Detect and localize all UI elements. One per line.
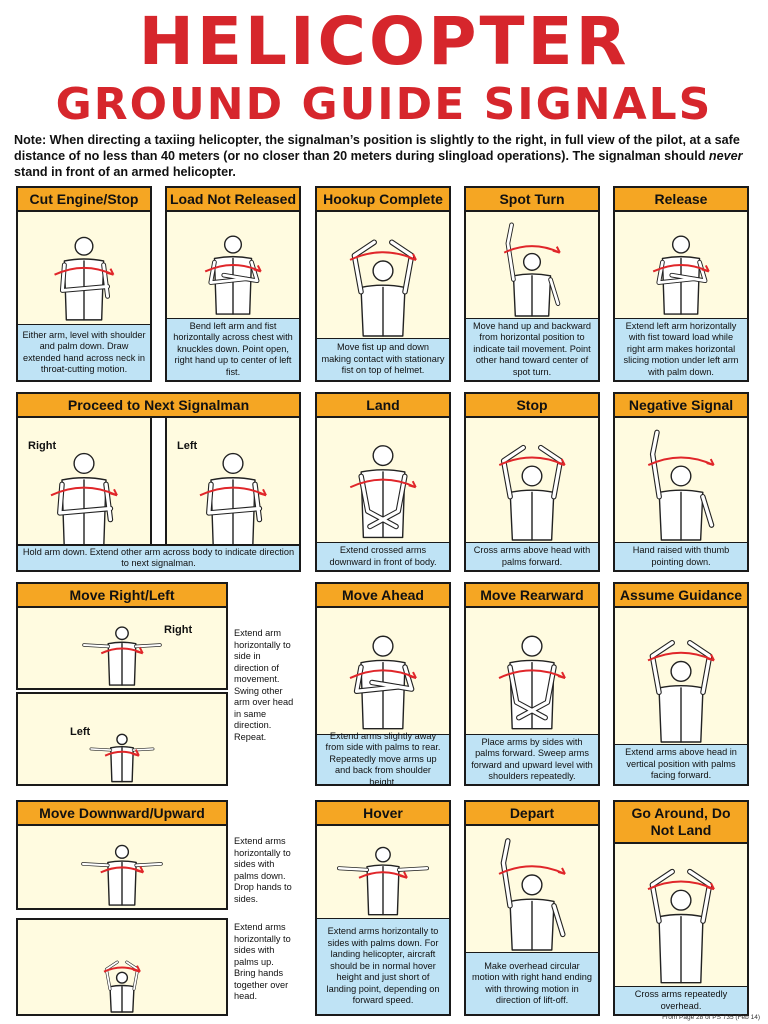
caption: Move hand up and backward from horizonta…: [466, 318, 598, 380]
signalman-figure: [647, 429, 715, 541]
page-title: HELICOPTER: [138, 3, 630, 80]
safety-note: Note: When directing a taxiing helicopte…: [14, 132, 758, 180]
label-right: Right: [28, 440, 57, 452]
signal-move-ahead: Extend arms slightly away from side with…: [315, 582, 451, 786]
signalman-figure: [82, 626, 162, 686]
label-left: Left: [70, 726, 91, 738]
caption: Bend left arm and fist horizontally acro…: [167, 318, 299, 380]
signalman-figure: [498, 444, 566, 541]
signal-land: Extend crossed arms downward in front of…: [315, 392, 451, 572]
signal-description-down: Extend arms horizontally to sides with p…: [234, 836, 292, 904]
signal-header: Depart: [464, 800, 600, 826]
signal-move-upward: [16, 918, 228, 1016]
signalman-figure: [647, 640, 715, 743]
signalman-figure: [199, 452, 267, 547]
signal-header: Go Around, Do Not Land: [613, 800, 749, 844]
signal-header: Move Right/Left: [16, 582, 228, 608]
caption: Extend crossed arms downward in front of…: [317, 542, 449, 570]
note-label: Note:: [14, 133, 47, 147]
signalman-figure: [647, 868, 715, 984]
caption: Extend arms above head in vertical posit…: [615, 744, 747, 784]
signalman-figure: [81, 844, 163, 906]
signal-depart: Make overhead circular motion with right…: [464, 800, 600, 1016]
caption: Extend arms horizontally to sides with p…: [317, 918, 449, 1014]
signalman-figure: [349, 635, 417, 730]
signal-hover: Extend arms horizontally to sides with p…: [315, 800, 451, 1016]
signal-hookup-complete: Move fist up and down making contact wit…: [315, 186, 451, 382]
signal-proceed-left: Left: [165, 392, 301, 572]
signalman-figure: [503, 222, 561, 317]
signalman-figure: [498, 838, 566, 951]
caption: Make overhead circular motion with right…: [466, 952, 598, 1014]
label-left: Left: [177, 440, 198, 452]
note-emphasis: never: [708, 149, 743, 163]
label-right: Right: [164, 624, 193, 636]
signal-move-rearward: Place arms by sides with palms forward. …: [464, 582, 600, 786]
signalman-figure: [103, 960, 141, 1013]
signal-spot-turn: Move hand up and backward from horizonta…: [464, 186, 600, 382]
caption: Extend arms slightly away from side with…: [317, 731, 449, 784]
page-subtitle: GROUND GUIDE SIGNALS: [55, 79, 713, 130]
caption: Either arm, level with shoulder and palm…: [18, 324, 150, 380]
caption: Move fist up and down making contact wit…: [317, 338, 449, 380]
caption: Cross arms repeatedly overhead.: [615, 986, 747, 1014]
signal-header: Move Downward/Upward: [16, 800, 228, 826]
signal-header: Assume Guidance: [613, 582, 749, 608]
signal-header: Hookup Complete: [315, 186, 451, 212]
signal-load-not-released: Bend left arm and fist horizontally acro…: [165, 186, 301, 382]
signal-cut-engine: Either arm, level with shoulder and palm…: [16, 186, 152, 382]
signalman-figure: [54, 236, 115, 321]
signalman-figure: [337, 846, 429, 916]
caption: Cross arms above head with palms forward…: [466, 542, 598, 570]
signal-header: Negative Signal: [613, 392, 749, 418]
signal-header: Move Rearward: [464, 582, 600, 608]
signalman-figure: [89, 733, 155, 783]
caption: Hold arm down. Extend other arm across b…: [16, 544, 301, 572]
caption: Hand raised with thumb pointing down.: [615, 542, 747, 570]
signal-stop: Cross arms above head with palms forward…: [464, 392, 600, 572]
caption: Place arms by sides with palms forward. …: [466, 734, 598, 784]
signal-description: Extend arm horizontally to side in direc…: [234, 628, 294, 742]
note-text-2: stand in front of an armed helicopter.: [14, 165, 236, 179]
signalman-figure: [652, 235, 710, 315]
signal-description-up: Extend arms horizontally to sides with p…: [234, 922, 291, 1001]
signalman-figure: [50, 452, 118, 547]
note-text-1: When directing a taxiing helicopter, the…: [14, 133, 740, 163]
signal-header: Proceed to Next Signalman: [16, 392, 301, 418]
signalman-figure: [349, 239, 417, 337]
signal-header: Move Ahead: [315, 582, 451, 608]
signal-assume-guidance: Extend arms above head in vertical posit…: [613, 582, 749, 786]
signalman-figure: [498, 635, 566, 730]
signal-move-left: Left: [16, 692, 228, 786]
footer-source: From Page 28 of PS 735 (Feb 14): [662, 1014, 760, 1021]
signal-header: Stop: [464, 392, 600, 418]
signal-proceed-right: Right: [16, 392, 152, 572]
signal-header: Spot Turn: [464, 186, 600, 212]
signal-header: Cut Engine/Stop: [16, 186, 152, 212]
signal-header: Land: [315, 392, 451, 418]
signal-header: Hover: [315, 800, 451, 826]
signal-header: Release: [613, 186, 749, 212]
signalman-figure: [204, 235, 262, 315]
signal-header: Load Not Released: [165, 186, 301, 212]
signal-negative: Hand raised with thumb pointing down.: [613, 392, 749, 572]
signalman-figure: [349, 445, 417, 539]
caption: Extend left arm horizontally with fist t…: [615, 318, 747, 380]
signal-release: Extend left arm horizontally with fist t…: [613, 186, 749, 382]
